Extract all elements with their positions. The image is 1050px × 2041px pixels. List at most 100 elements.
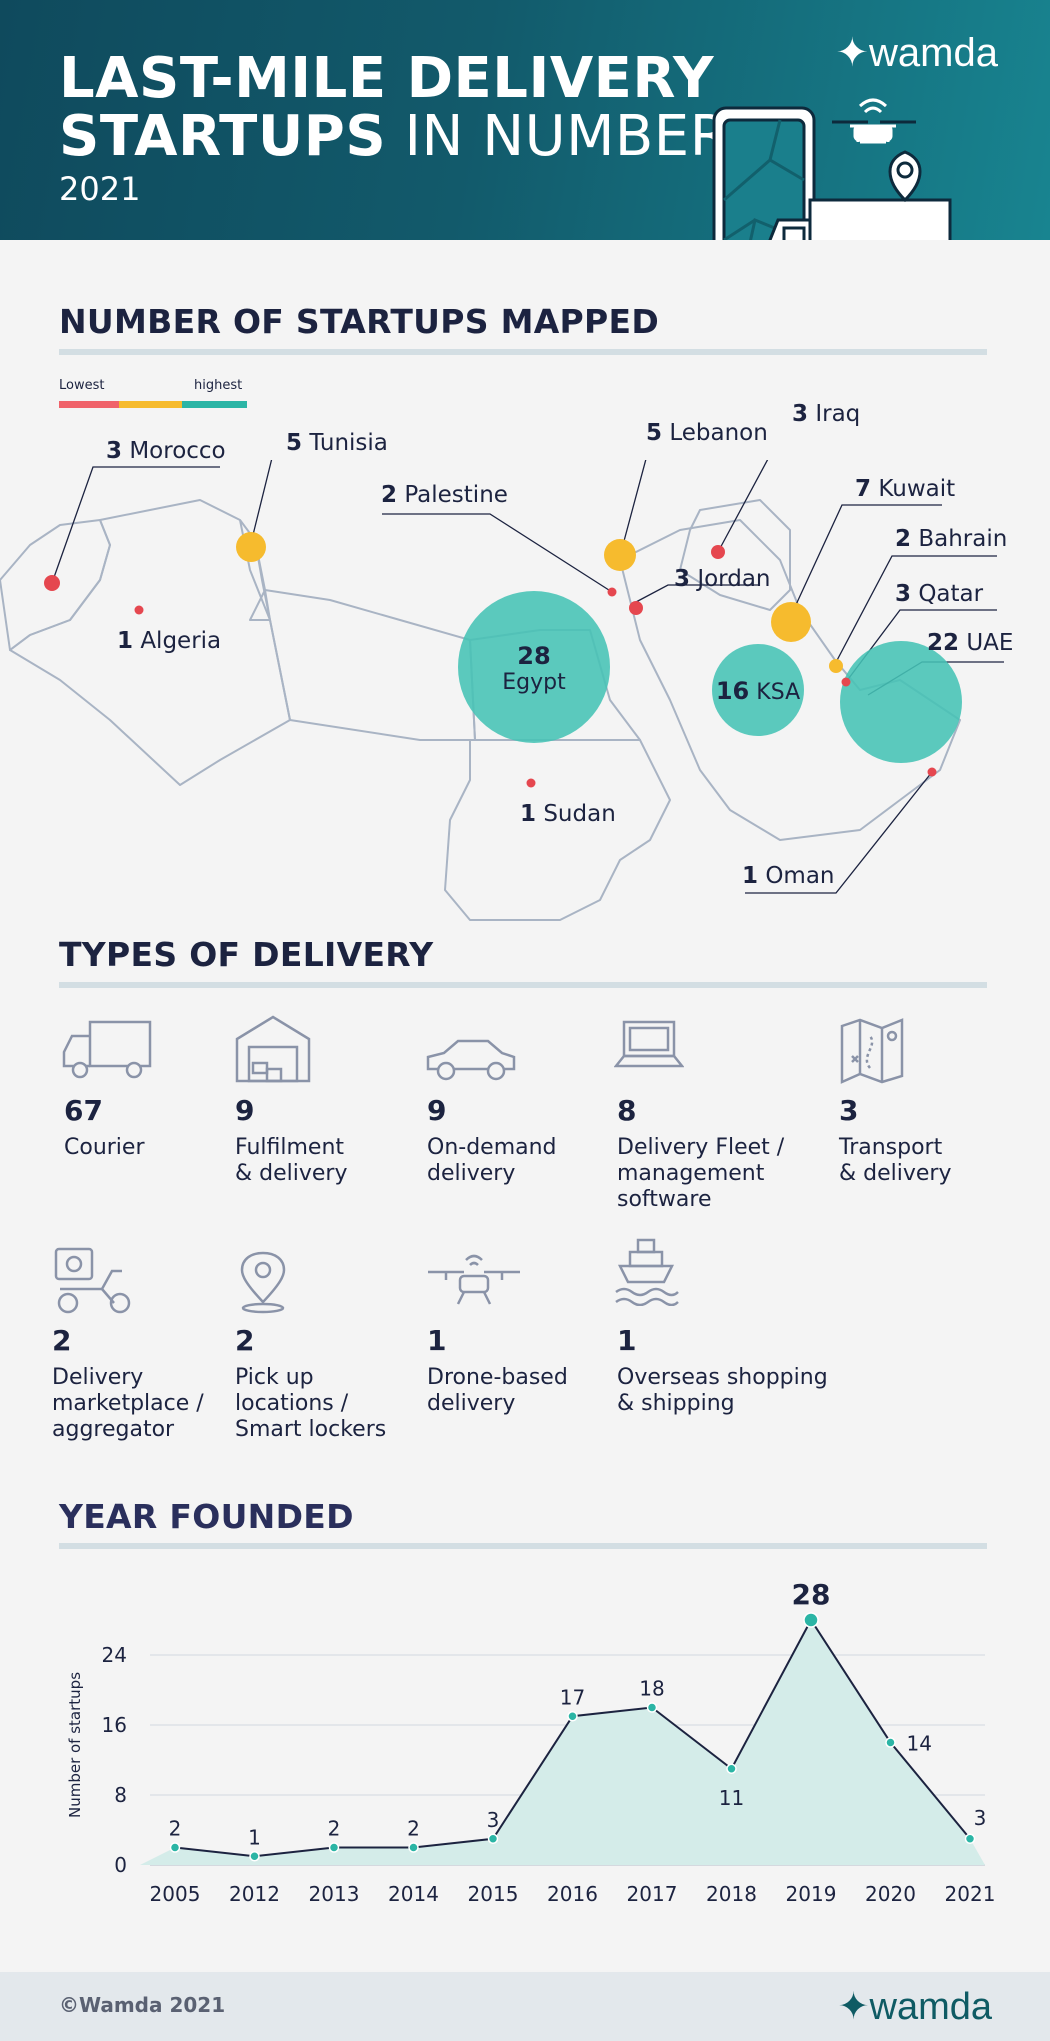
map-label-algeria: 1 Algeria bbox=[117, 628, 222, 654]
truck-icon bbox=[62, 1020, 152, 1079]
bubble-tunisia bbox=[236, 532, 266, 562]
data-point bbox=[803, 1612, 819, 1628]
chart-area-fill bbox=[140, 1620, 985, 1865]
map-label-oman: 1 Oman bbox=[742, 863, 835, 889]
algeria-outline bbox=[9, 499, 291, 786]
type-item-transport: 3 Transport& delivery bbox=[839, 1094, 1029, 1187]
map-label-lebanon: 5 Lebanon bbox=[646, 420, 768, 446]
header-banner: LAST-MILE DELIVERY STARTUPS IN NUMBERS 2… bbox=[0, 0, 1050, 240]
x-tick-label: 2018 bbox=[706, 1882, 757, 1906]
map-label-ksa: 16 KSA bbox=[715, 677, 801, 705]
x-tick-label: 2021 bbox=[945, 1882, 996, 1906]
types-section-title: TYPES OF DELIVERY bbox=[59, 935, 434, 974]
ship-icon bbox=[615, 1238, 679, 1306]
legend-high-swatch bbox=[182, 401, 247, 408]
x-tick-label: 2013 bbox=[309, 1882, 360, 1906]
data-point bbox=[885, 1737, 896, 1748]
bubble-uae bbox=[840, 641, 962, 763]
bubble-morocco bbox=[44, 575, 60, 591]
x-tick-label: 2016 bbox=[547, 1882, 598, 1906]
type-count: 1 bbox=[427, 1324, 447, 1357]
title-line-1: LAST-MILE DELIVERY bbox=[59, 46, 715, 111]
x-tick-label: 2014 bbox=[388, 1882, 439, 1906]
laptop-icon bbox=[614, 1020, 684, 1068]
delivery-illustration bbox=[712, 98, 952, 240]
type-label: Fulfilment& delivery bbox=[235, 1135, 348, 1186]
data-point bbox=[169, 1842, 181, 1853]
footer-wamda-logo: ✦wamda bbox=[837, 1986, 992, 2028]
data-point bbox=[567, 1711, 578, 1722]
type-label: Transport& delivery bbox=[839, 1135, 952, 1186]
page-title: LAST-MILE DELIVERY STARTUPS IN NUMBERS bbox=[59, 50, 765, 166]
y-tick-label: 0 bbox=[114, 1853, 127, 1877]
map-label-iraq: 3 Iraq bbox=[792, 401, 861, 427]
warehouse-icon bbox=[235, 1015, 311, 1083]
type-count: 8 bbox=[617, 1094, 637, 1127]
data-point bbox=[408, 1842, 419, 1853]
page-subtitle-year: 2021 bbox=[59, 170, 141, 208]
type-count: 2 bbox=[52, 1324, 72, 1357]
data-point bbox=[646, 1702, 658, 1713]
type-count: 3 bbox=[839, 1094, 859, 1127]
y-tick-label: 24 bbox=[102, 1643, 127, 1667]
year-section-divider bbox=[59, 1543, 987, 1549]
type-count: 2 bbox=[235, 1324, 255, 1357]
iraq-outline bbox=[679, 499, 791, 611]
arabia-outline bbox=[619, 519, 961, 841]
footer: ©Wamda 2021 ✦wamda bbox=[0, 1972, 1050, 2041]
x-tick-label: 2015 bbox=[468, 1882, 519, 1906]
legend-highest-label: highest bbox=[194, 378, 243, 393]
data-label: 2 bbox=[169, 1817, 182, 1841]
bubble-ksa bbox=[712, 644, 804, 736]
bubble-algeria bbox=[134, 605, 144, 615]
data-label: 18 bbox=[639, 1677, 664, 1701]
drone-icon bbox=[428, 1254, 520, 1305]
data-label: 11 bbox=[719, 1786, 744, 1810]
map-section-title: NUMBER OF STARTUPS MAPPED bbox=[59, 302, 660, 341]
data-label: 2 bbox=[407, 1817, 420, 1841]
map-label-tunisia: 5 Tunisia bbox=[286, 430, 388, 456]
copyright-text: ©Wamda 2021 bbox=[59, 1993, 226, 2017]
x-tick-label: 2020 bbox=[865, 1882, 916, 1906]
type-count: 67 bbox=[64, 1094, 103, 1127]
type-count: 9 bbox=[235, 1094, 255, 1127]
type-label: Courier bbox=[64, 1135, 145, 1160]
libya-outline bbox=[264, 589, 476, 741]
bubble-lebanon bbox=[604, 539, 636, 571]
y-axis-label: Number of startups bbox=[66, 1672, 84, 1818]
type-label: Overseas shopping& shipping bbox=[617, 1365, 828, 1416]
data-point bbox=[249, 1851, 260, 1862]
legend-low-swatch bbox=[59, 401, 119, 408]
type-count: 1 bbox=[617, 1324, 637, 1357]
data-label: 2 bbox=[328, 1817, 341, 1841]
x-tick-label: 2012 bbox=[229, 1882, 280, 1906]
legend-mid-swatch bbox=[119, 401, 182, 408]
data-label: 1 bbox=[248, 1825, 261, 1849]
data-point bbox=[328, 1842, 340, 1853]
y-tick-label: 8 bbox=[114, 1783, 127, 1807]
map-label-uae: 22 UAE bbox=[927, 630, 1014, 656]
bubble-kuwait bbox=[771, 602, 811, 642]
map-label-jordan: 3 Jordan bbox=[674, 566, 771, 592]
drone-icon bbox=[832, 98, 916, 144]
region-map bbox=[0, 460, 1004, 921]
bubble-qatar bbox=[841, 677, 851, 687]
map-label-palestine: 2 Palestine bbox=[381, 482, 508, 508]
location-pin-icon bbox=[240, 1251, 286, 1314]
x-tick-label: 2005 bbox=[150, 1882, 201, 1906]
bubble-jordan bbox=[629, 601, 643, 615]
types-section-divider bbox=[59, 982, 987, 988]
data-point bbox=[726, 1763, 737, 1774]
bubble-iraq bbox=[711, 545, 725, 559]
wamda-logo: ✦wamda bbox=[835, 31, 998, 75]
